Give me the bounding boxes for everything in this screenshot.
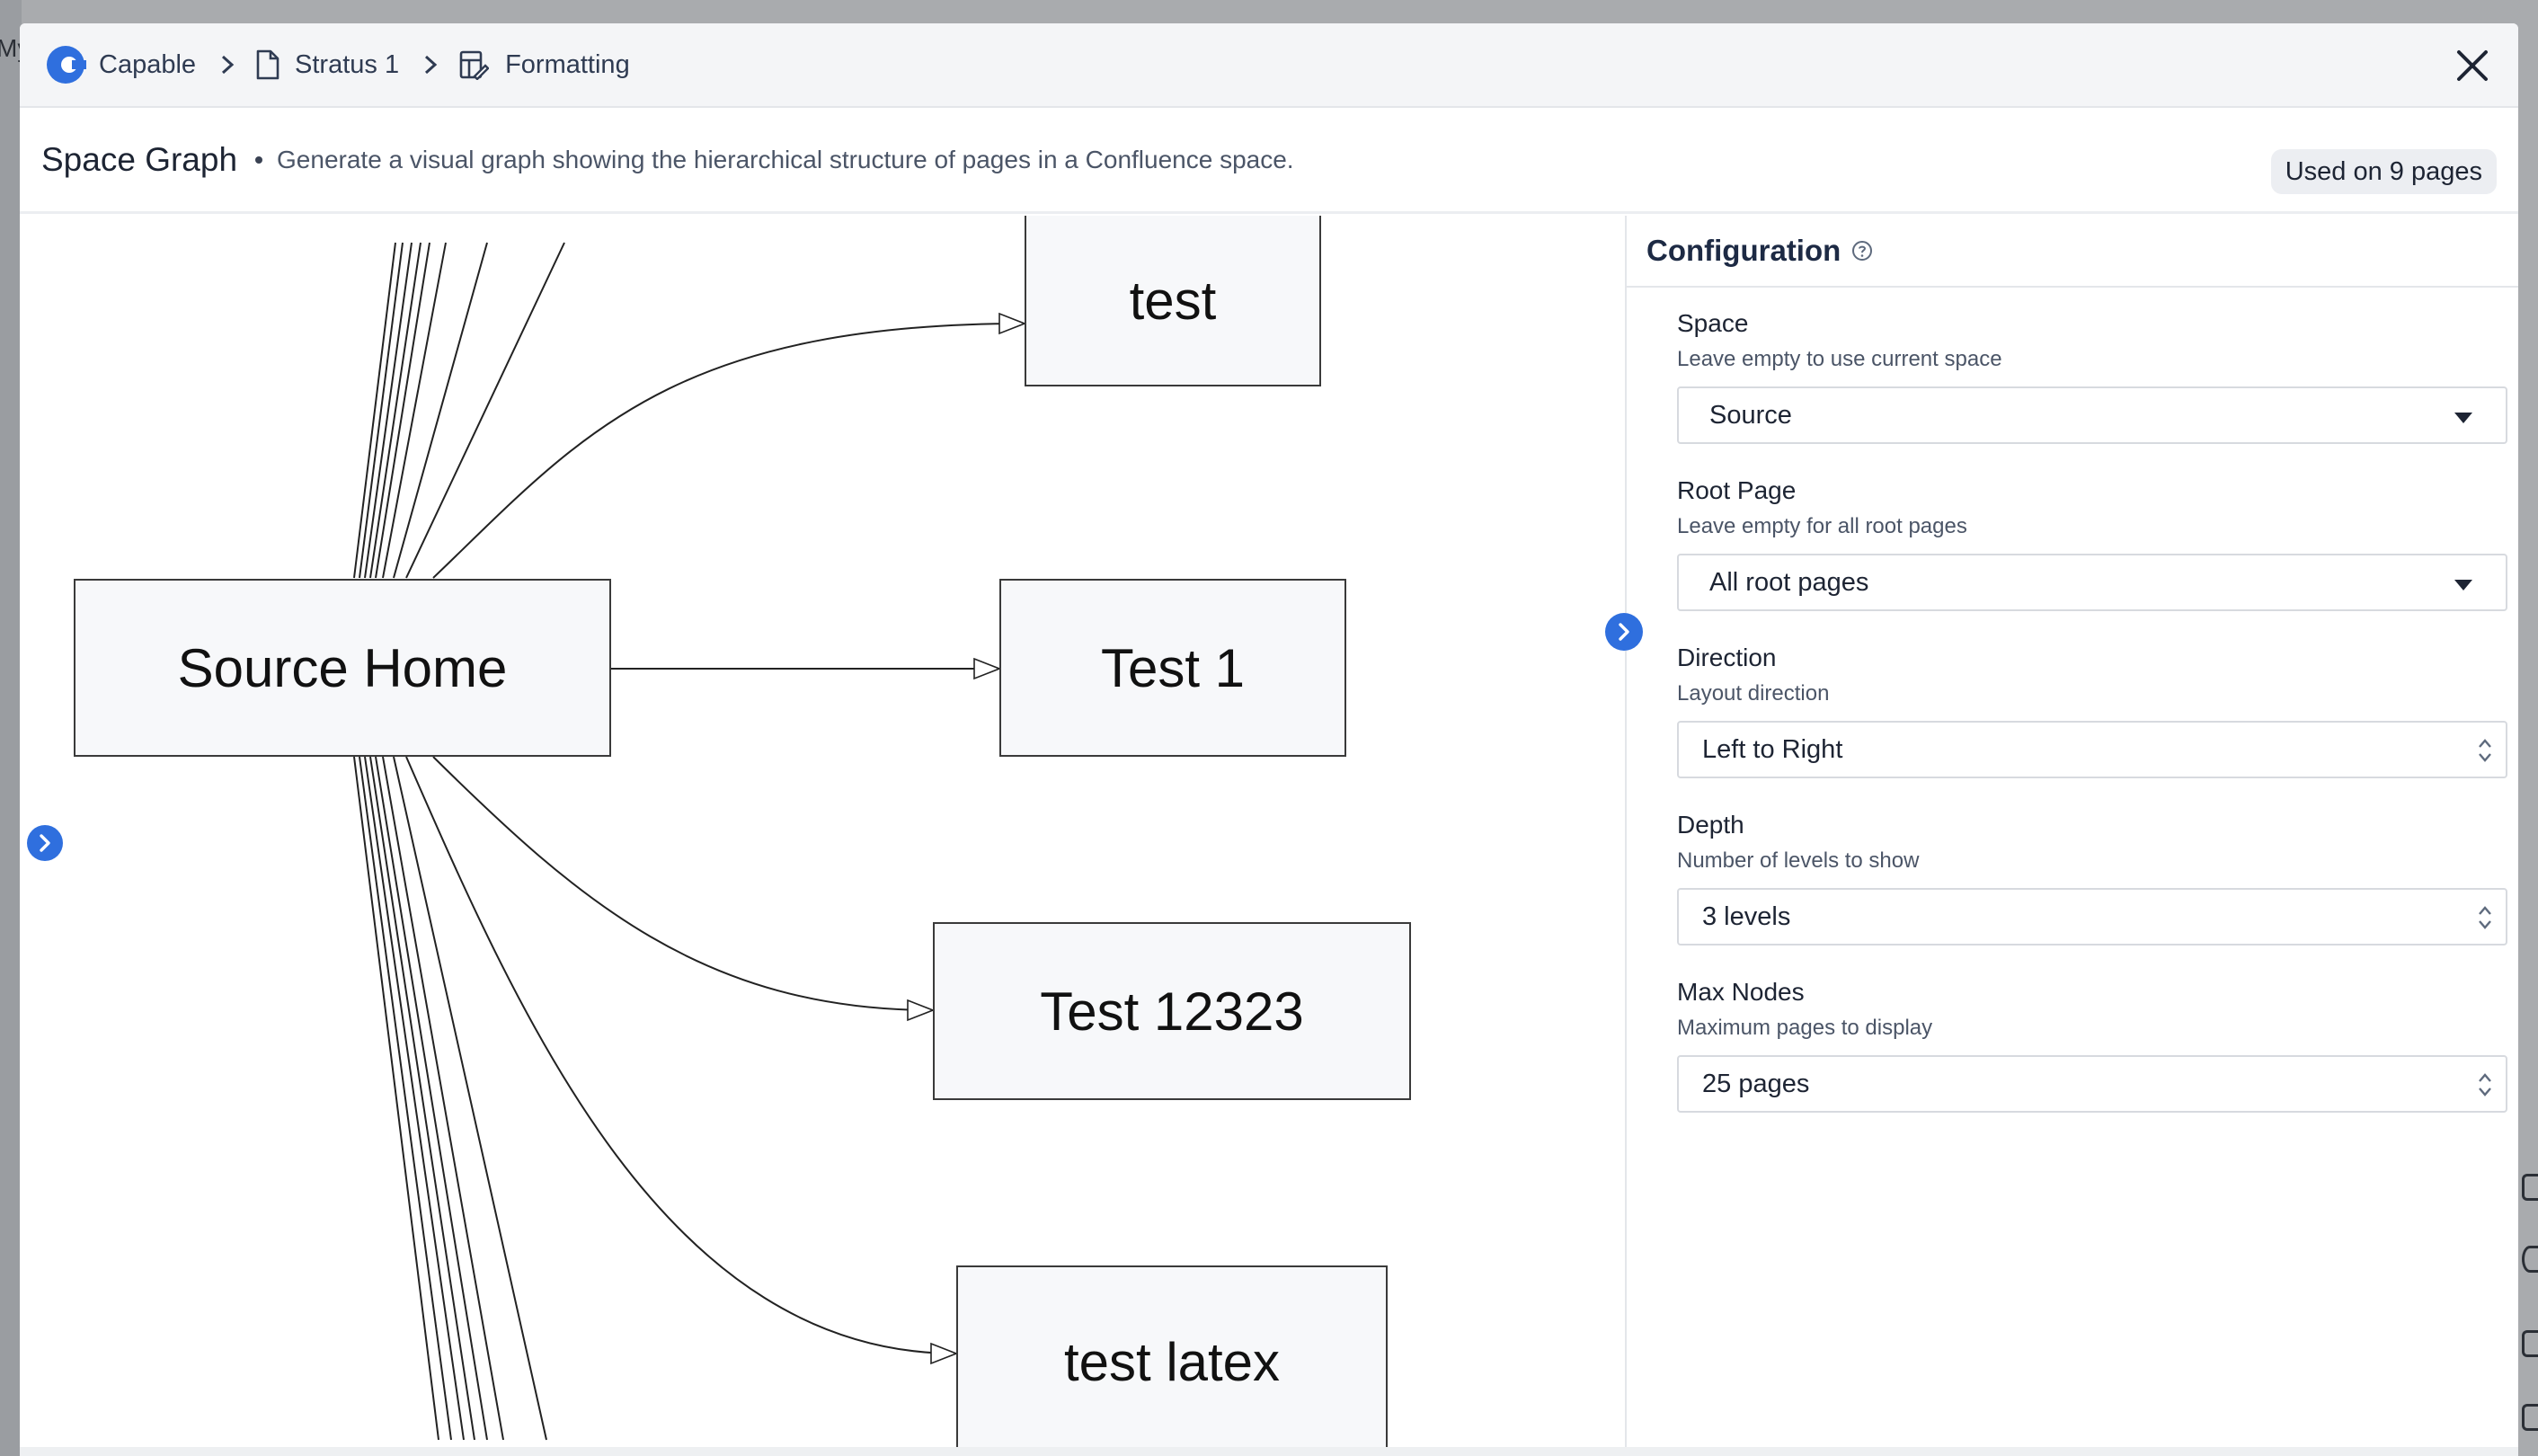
separator-dot bbox=[255, 155, 263, 164]
modal-footer-edge bbox=[20, 1447, 2518, 1456]
macro-description: Generate a visual graph showing the hier… bbox=[277, 145, 1294, 173]
chevron-right-icon bbox=[40, 834, 50, 852]
max-nodes-value: 25 pages bbox=[1702, 1069, 1810, 1098]
chevron-right-icon bbox=[1619, 623, 1629, 641]
breadcrumb-app-label: Capable bbox=[99, 49, 197, 79]
close-button[interactable] bbox=[2454, 47, 2491, 84]
panel-icon bbox=[2522, 1404, 2538, 1431]
depth-value: 3 levels bbox=[1702, 901, 1791, 931]
fan-lines-down bbox=[353, 756, 547, 1441]
direction-label: Direction bbox=[1677, 644, 1777, 671]
root-page-field: Root Page Leave empty for all root pages… bbox=[1677, 476, 2507, 611]
chevron-right-icon bbox=[425, 55, 438, 75]
chevron-right-icon bbox=[222, 55, 235, 75]
updown-chevron-icon bbox=[2479, 739, 2491, 762]
updown-chevron-icon bbox=[2479, 1073, 2491, 1096]
graph-node-child[interactable]: Test 1 bbox=[999, 579, 1346, 757]
clock-icon bbox=[2522, 1246, 2538, 1273]
space-field: Space Leave empty to use current space S… bbox=[1677, 309, 2507, 444]
max-nodes-field: Max Nodes Maximum pages to display 25 pa… bbox=[1677, 978, 2507, 1113]
caret-down-icon bbox=[2454, 413, 2472, 423]
capable-logo-icon bbox=[47, 46, 86, 84]
macro-modal: Capable Stratus 1 Formatting bbox=[20, 23, 2518, 1456]
usage-badge[interactable]: Used on 9 pages bbox=[2270, 149, 2497, 194]
graph-node-child[interactable]: test bbox=[1025, 216, 1321, 386]
max-nodes-select[interactable]: 25 pages bbox=[1677, 1055, 2507, 1113]
max-nodes-hint: Maximum pages to display bbox=[1677, 1016, 1933, 1040]
direction-field: Direction Layout direction Left to Right bbox=[1677, 644, 2507, 778]
root-page-value: All root pages bbox=[1709, 567, 1869, 597]
formatting-icon bbox=[459, 50, 490, 80]
bookmark-icon bbox=[2522, 1330, 2538, 1357]
page-title: Space Graph bbox=[41, 140, 238, 178]
graph-preview: Source Home test Test 1 Test 12323 test … bbox=[20, 216, 1625, 1456]
configuration-header: Configuration bbox=[1627, 216, 2518, 288]
depth-label: Depth bbox=[1677, 811, 1744, 839]
depth-hint: Number of levels to show bbox=[1677, 848, 1920, 873]
space-label: Space bbox=[1677, 309, 1749, 337]
depth-select[interactable]: 3 levels bbox=[1677, 888, 2507, 946]
graph-node-child[interactable]: Test 12323 bbox=[933, 922, 1411, 1100]
background-page-left: My bbox=[0, 0, 30, 1456]
breadcrumb: Capable Stratus 1 Formatting bbox=[20, 23, 2518, 108]
collapse-config-button[interactable] bbox=[1605, 613, 1643, 651]
help-icon[interactable] bbox=[1851, 240, 1873, 262]
graph-node-root[interactable]: Source Home bbox=[74, 579, 611, 757]
breadcrumb-section[interactable]: Formatting bbox=[458, 23, 630, 107]
depth-field: Depth Number of levels to show 3 levels bbox=[1677, 811, 2507, 946]
expand-left-button[interactable] bbox=[27, 825, 63, 861]
max-nodes-label: Max Nodes bbox=[1677, 978, 1805, 1006]
edge-test-12323 bbox=[432, 756, 933, 1010]
space-value: Source bbox=[1709, 400, 1792, 430]
breadcrumb-section-label: Formatting bbox=[505, 49, 630, 79]
breadcrumb-page[interactable]: Stratus 1 bbox=[255, 23, 399, 107]
root-page-hint: Leave empty for all root pages bbox=[1677, 514, 1967, 538]
breadcrumb-app[interactable]: Capable bbox=[20, 23, 196, 107]
fan-lines-up bbox=[353, 242, 565, 579]
comment-icon bbox=[2522, 1174, 2538, 1201]
root-page-label: Root Page bbox=[1677, 476, 1797, 504]
space-select[interactable]: Source bbox=[1677, 386, 2507, 444]
configuration-title: Configuration bbox=[1646, 234, 1841, 267]
graph-node-child[interactable]: test latex bbox=[956, 1265, 1388, 1456]
background-page-right bbox=[2516, 0, 2538, 1456]
configuration-panel: Configuration Space Leave empty to use c… bbox=[1625, 216, 2518, 1456]
graph-edges bbox=[353, 242, 1625, 1441]
edge-test-latex bbox=[405, 756, 956, 1354]
macro-header: Space Graph Generate a visual graph show… bbox=[20, 108, 2518, 214]
page-icon bbox=[256, 49, 280, 80]
root-page-select[interactable]: All root pages bbox=[1677, 554, 2507, 611]
direction-value: Left to Right bbox=[1702, 734, 1843, 764]
space-hint: Leave empty to use current space bbox=[1677, 347, 2002, 371]
breadcrumb-page-label: Stratus 1 bbox=[295, 49, 400, 79]
direction-hint: Layout direction bbox=[1677, 681, 1830, 706]
edge-test bbox=[432, 324, 1025, 579]
direction-select[interactable]: Left to Right bbox=[1677, 721, 2507, 778]
caret-down-icon bbox=[2454, 580, 2472, 590]
updown-chevron-icon bbox=[2479, 906, 2491, 929]
